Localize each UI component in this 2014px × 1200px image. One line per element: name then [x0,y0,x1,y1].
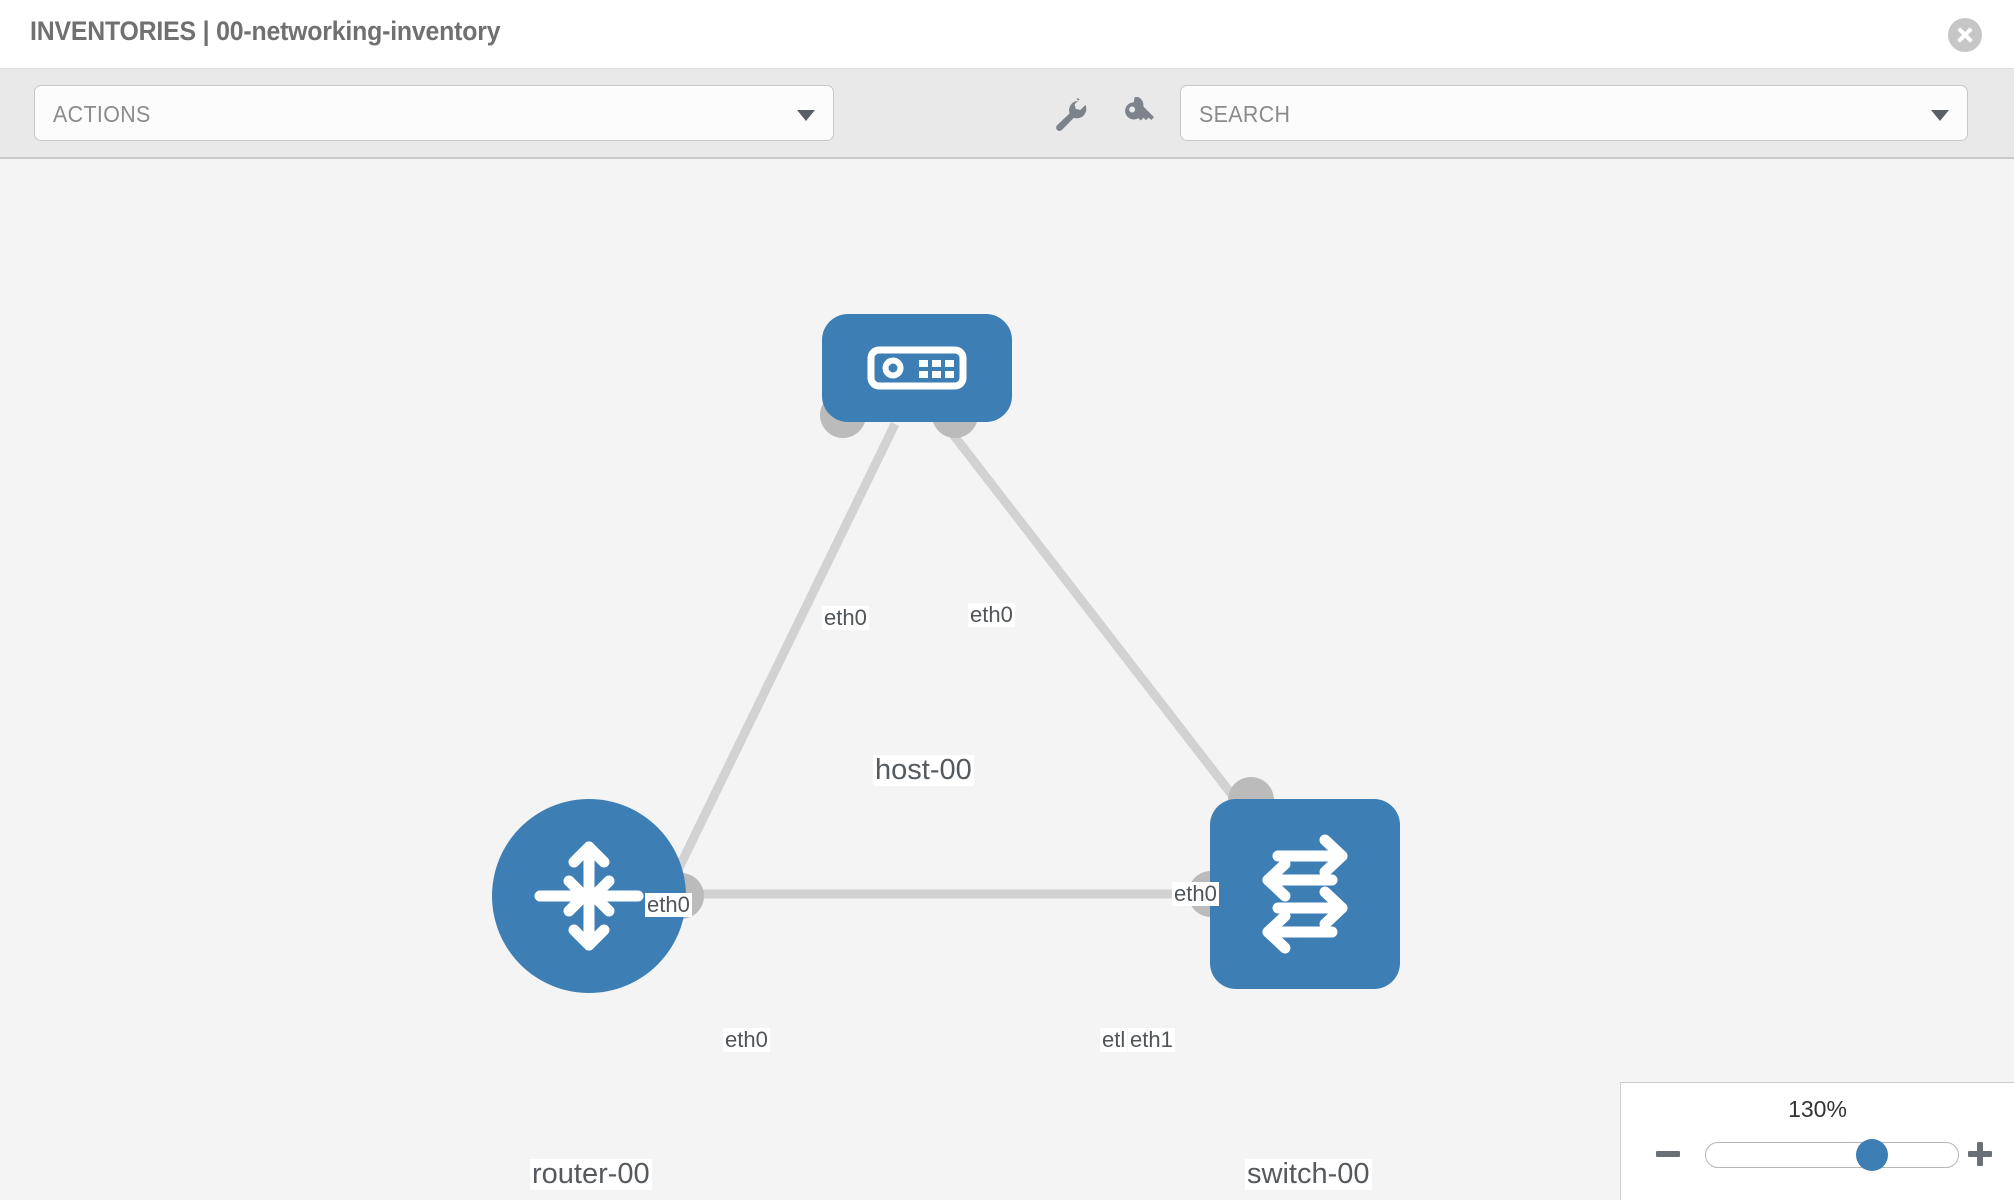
search-placeholder: SEARCH [1199,101,1291,127]
close-icon[interactable] [1948,18,1982,52]
link-router-host [655,422,900,909]
wrench-icon[interactable] [1052,97,1090,135]
search-input[interactable]: SEARCH [1180,85,1968,141]
node-label-switch-00: switch-00 [1245,1158,1372,1191]
toolbar: ACTIONS SEARCH [0,68,2014,159]
zoom-out-button[interactable] [1653,1139,1683,1169]
switch-arrows-icon [1262,834,1348,954]
zoom-slider-track[interactable] [1705,1139,1959,1171]
key-icon[interactable] [1120,97,1158,135]
link-host-switch [941,421,1247,812]
node-host-00[interactable] [820,314,1012,464]
page-title: INVENTORIES | 00-networking-inventory [30,16,501,46]
server-icon [867,346,967,390]
iface-label-host-left: eth0 [822,605,869,631]
page-header: INVENTORIES | 00-networking-inventory [0,0,2014,68]
iface-label-router-up: eth0 [645,892,692,918]
node-router-00[interactable] [492,799,704,1049]
chevron-down-icon [1931,110,1949,121]
iface-label-switch-up: eth0 [1172,881,1219,907]
zoom-slider-thumb[interactable] [1856,1139,1888,1171]
iface-label-switch-left: eth1 [1128,1027,1175,1053]
zoom-slider-row [1639,1135,1997,1175]
iface-label-router-right: eth0 [723,1027,770,1053]
iface-label-host-right: eth0 [968,602,1015,628]
zoom-control-panel: 130% [1620,1082,2014,1200]
node-label-host-00: host-00 [873,754,974,787]
topology-links [655,421,1247,909]
host-node-shape [822,314,1012,422]
router-node-shape [492,799,686,993]
actions-dropdown-label: ACTIONS [53,101,151,127]
zoom-level-value: 130% [1788,1096,1847,1122]
node-label-router-00: router-00 [530,1158,652,1191]
router-arrows-icon [534,841,644,951]
topology-canvas[interactable]: host-00 r [0,159,2014,1200]
zoom-in-button[interactable] [1965,1139,1995,1169]
actions-dropdown[interactable]: ACTIONS [34,85,834,141]
chevron-down-icon [797,110,815,121]
node-switch-00[interactable] [1188,777,1400,1049]
iface-label-switch-left-overlap: etl [1100,1027,1128,1053]
switch-node-shape [1210,799,1400,989]
